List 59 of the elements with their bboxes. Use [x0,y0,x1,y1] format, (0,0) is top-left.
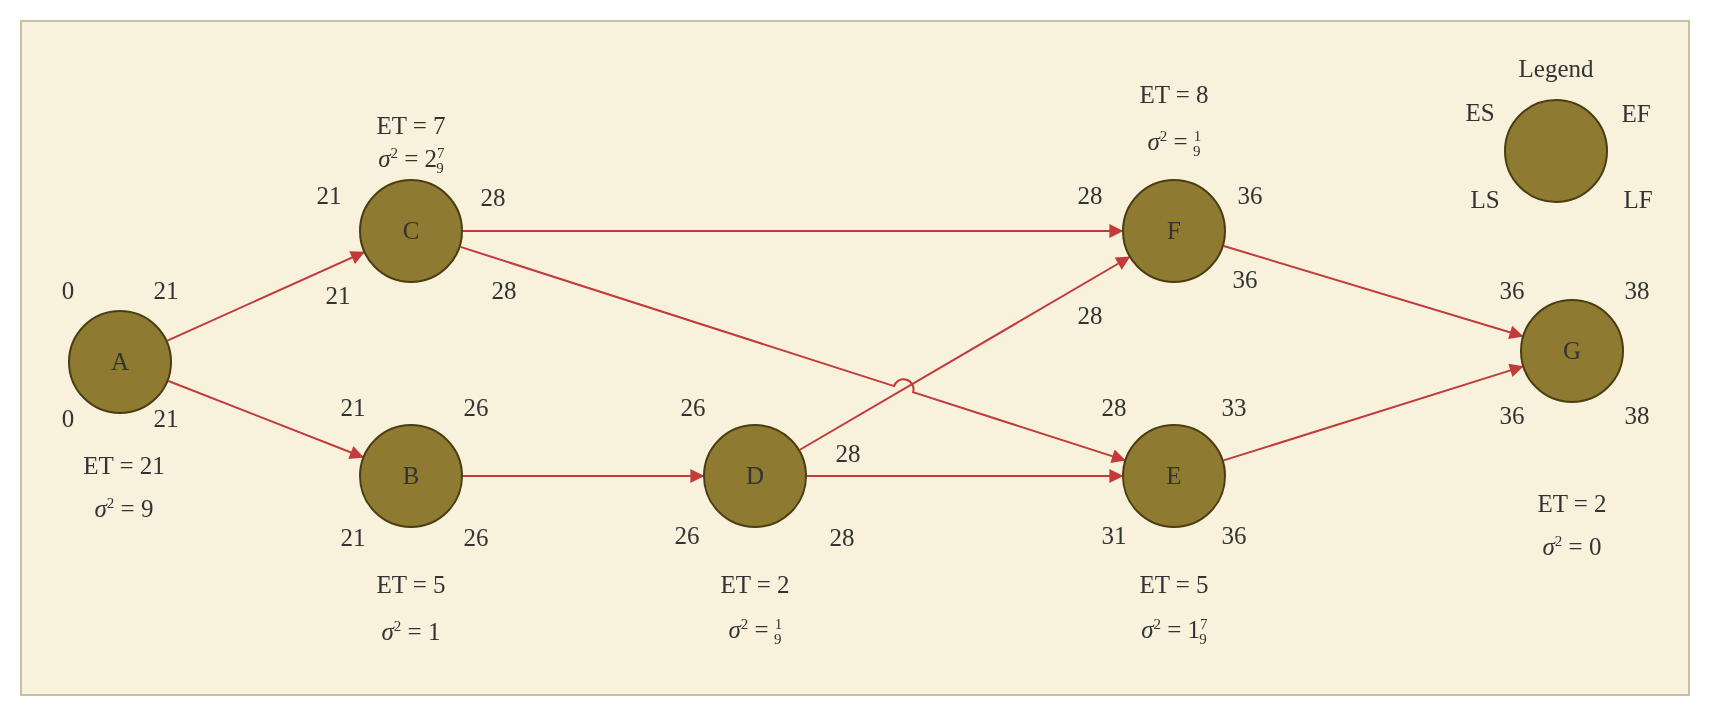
time-value: 36 [1499,277,1525,305]
time-value: 26 [463,524,489,552]
time-value: 26 [680,394,706,422]
expected-time: ET = 5 [1139,571,1209,599]
corner-label: EF [1621,100,1651,128]
time-value: 21 [316,182,342,210]
expected-time: ET = 2 [1537,490,1607,518]
node-label: F [1167,217,1181,245]
time-value: 33 [1221,394,1247,422]
node-label: C [402,217,420,245]
time-value: 21 [153,277,179,305]
time-value: 36 [1221,522,1247,550]
time-value: 21 [340,394,366,422]
arrow [462,469,705,483]
time-value: 31 [1101,522,1127,550]
expected-time: ET = 21 [83,452,165,480]
expected-time: ET = 5 [376,571,446,599]
arrow [806,469,1124,483]
time-value: 28 [1077,302,1103,330]
time-value: 26 [463,394,489,422]
time-value: 36 [1499,402,1525,430]
time-value: 36 [1232,266,1258,294]
corner-label: LF [1623,186,1653,214]
arrow [1222,363,1524,462]
legend-title: Legend [1518,55,1594,83]
time-value: 38 [1624,277,1650,305]
variance: σ$^{2}$ = 9 [94,495,154,523]
time-value: 28 [1077,182,1103,210]
arrow [167,379,364,459]
time-value: 38 [1624,402,1650,430]
expected-time: ET = 8 [1139,81,1209,109]
node-label: A [110,348,130,376]
time-value: 28 [1101,394,1127,422]
node-label: D [745,462,765,490]
arrow [1222,245,1524,340]
time-value: 0 [61,277,75,305]
time-value: 26 [674,522,700,550]
variance: σ$^{2}$ = 1 [381,618,441,646]
arrow [459,245,1126,463]
time-value: 28 [835,440,861,468]
corner-label: LS [1470,186,1500,214]
arrow [798,256,1131,451]
arrow [462,224,1124,238]
time-value: 21 [325,282,351,310]
expected-time: ET = 7 [376,112,446,140]
node-label: E [1166,462,1182,490]
time-value: 28 [829,524,855,552]
corner-label: ES [1465,99,1495,127]
node-label: G [1562,337,1582,365]
time-value: 28 [491,277,517,305]
time-value: 28 [480,184,506,212]
time-value: 36 [1237,182,1263,210]
time-value: 21 [340,524,366,552]
time-value: 21 [153,405,179,433]
arrow [166,251,365,342]
node-label: B [402,462,420,490]
time-value: 0 [61,405,75,433]
expected-time: ET = 2 [720,571,790,599]
variance: σ$^{2}$ = 0 [1542,533,1602,561]
